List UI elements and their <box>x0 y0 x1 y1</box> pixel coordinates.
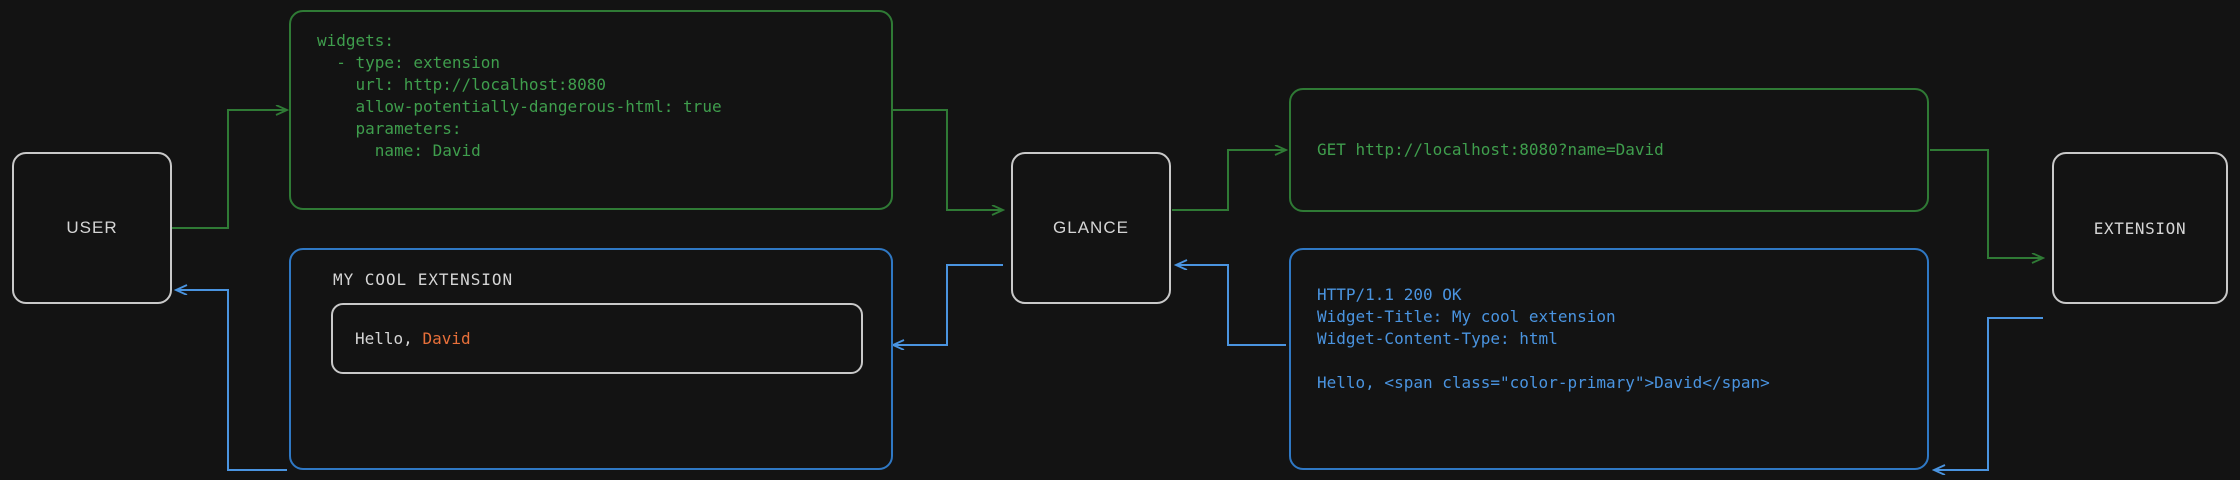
node-user[interactable]: USER <box>12 152 172 304</box>
http-response-block: HTTP/1.1 200 OK Widget-Title: My cool ex… <box>1289 248 1929 470</box>
arrow-config-to-glance <box>893 109 1003 210</box>
arrow-glance-to-widget <box>893 264 1003 345</box>
http-request-text: GET http://localhost:8080?name=David <box>1317 140 1664 159</box>
node-extension-label: EXTENSION <box>2093 218 2187 238</box>
widget-greeting-text: Hello, <box>355 329 423 348</box>
node-user-label: USER <box>66 218 118 237</box>
widget-preview-greeting: Hello, David <box>355 329 839 348</box>
arrow-request-to-extension <box>1930 149 2043 258</box>
node-glance[interactable]: GLANCE <box>1011 152 1171 304</box>
arrow-widget-to-user <box>176 290 287 471</box>
node-glance-label: GLANCE <box>1052 218 1130 237</box>
node-extension[interactable]: EXTENSION <box>2052 152 2228 304</box>
widget-preview-block: MY COOL EXTENSION Hello, David <box>289 248 893 470</box>
config-yaml-block: widgets: - type: extension url: http://l… <box>289 10 893 210</box>
widget-name-value: David <box>422 329 471 348</box>
http-response-text: HTTP/1.1 200 OK Widget-Title: My cool ex… <box>1317 285 1770 392</box>
arrow-user-to-config <box>172 110 287 229</box>
config-yaml-text: widgets: - type: extension url: http://l… <box>317 31 722 160</box>
widget-preview-card: Hello, David <box>331 303 863 374</box>
http-request-block: GET http://localhost:8080?name=David <box>1289 88 1929 212</box>
widget-preview-title: MY COOL EXTENSION <box>333 270 514 289</box>
arrow-extension-to-response <box>1934 317 2043 470</box>
arrow-response-to-glance <box>1176 265 1286 346</box>
arrow-glance-to-request <box>1172 150 1286 211</box>
